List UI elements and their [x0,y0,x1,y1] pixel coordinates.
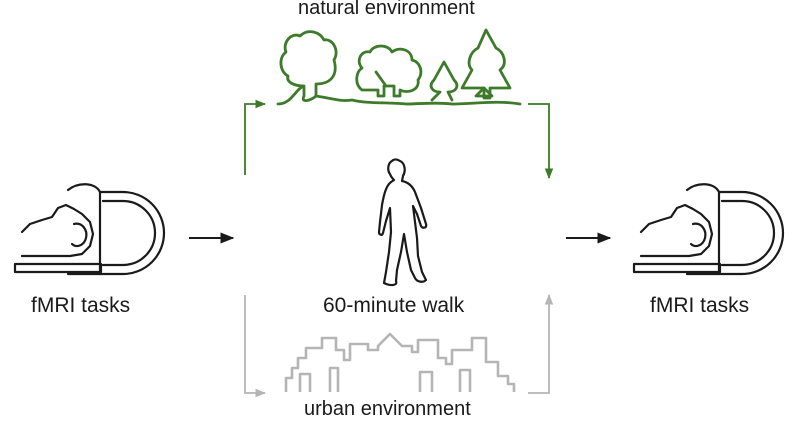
city-skyline-icon [284,332,516,392]
mri-scanner-icon-right [632,183,785,276]
fmri-tasks-pre-label: fMRI tasks [31,294,131,317]
walk-duration-label: 60-minute walk [323,294,465,317]
urban-path-arrow-out [528,293,554,394]
fmri-tasks-post-label: fMRI tasks [650,294,750,317]
natural-path-arrow-in [244,99,267,175]
natural-environment-label: natural environment [298,0,475,19]
mri-scanner-icon-left [13,183,166,276]
urban-path-arrow-in [244,295,267,398]
walking-person-icon [377,158,428,287]
trees-icon [276,28,522,106]
natural-path-arrow-out [528,103,554,180]
urban-environment-label: urban environment [304,398,471,420]
